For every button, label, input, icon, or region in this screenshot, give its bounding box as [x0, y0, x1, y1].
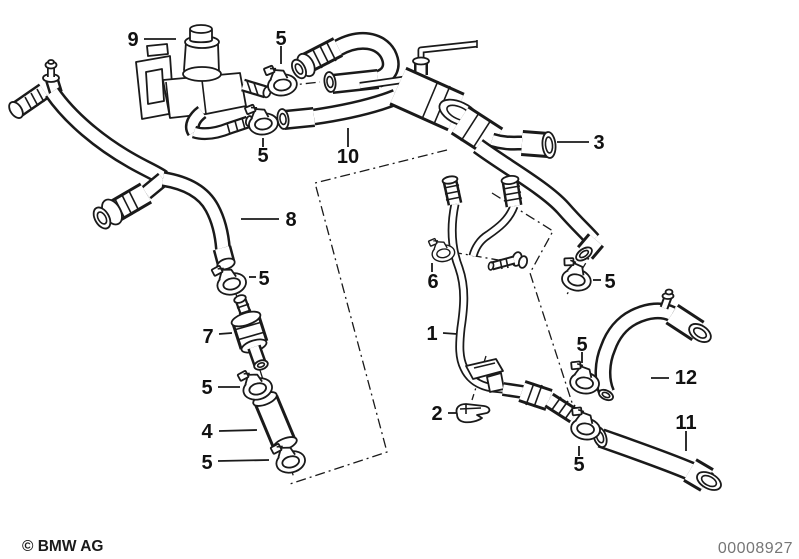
- callout-3[interactable]: 3: [593, 132, 604, 154]
- callout-7[interactable]: 7: [202, 326, 213, 348]
- callout-1[interactable]: 1: [426, 323, 437, 345]
- leader-4: [218, 429, 258, 432]
- callout-11[interactable]: 11: [675, 412, 696, 434]
- kit-outline-right: [491, 192, 577, 416]
- callout-5-7[interactable]: 5: [201, 452, 212, 474]
- leader-1: [442, 332, 458, 335]
- callout-5-4[interactable]: 5: [258, 268, 269, 290]
- callout-2[interactable]: 2: [431, 403, 442, 425]
- callout-5-2[interactable]: 5: [257, 145, 268, 167]
- clip-2: [455, 403, 491, 424]
- hose-12: [594, 288, 712, 402]
- callout-8[interactable]: 8: [285, 209, 296, 231]
- kit-outline-left: [289, 149, 448, 485]
- part6-fitting: [487, 251, 529, 271]
- callout-4[interactable]: 4: [201, 421, 213, 443]
- copyright-notice: © BMW AG: [22, 538, 103, 555]
- callout-5-8[interactable]: 5: [573, 454, 584, 476]
- callout-leaders: [144, 38, 687, 462]
- leader-7: [218, 332, 233, 335]
- nozzle-left: [441, 175, 463, 206]
- leader-5g: [217, 459, 270, 462]
- hose-10: [276, 31, 400, 130]
- clamp-5-hose3: [557, 255, 596, 295]
- bleed-screw: [659, 288, 675, 310]
- callout-6[interactable]: 6: [427, 271, 438, 293]
- part6-axis: [451, 251, 505, 262]
- callout-9[interactable]: 9: [127, 29, 138, 51]
- hose-piece-4: [252, 391, 298, 452]
- callout-numbers: 9 5 5 10 3 8 5 6 5 7 1 5 12 4 2 5 5 5 11: [127, 28, 697, 476]
- pipe-assembly-3: [359, 40, 605, 262]
- callout-10[interactable]: 10: [337, 146, 359, 168]
- diagram-part-number: 00008927: [718, 540, 793, 557]
- check-valve-7: [230, 294, 269, 371]
- bleed-fitting: [42, 59, 63, 96]
- hose-11: [592, 426, 722, 492]
- nozzle-right: [500, 174, 523, 208]
- solenoid: [182, 24, 222, 82]
- valve-nozzle-lower: [184, 106, 254, 141]
- callout-5-6[interactable]: 5: [576, 334, 587, 356]
- clamp-5-center-lower: [567, 405, 604, 443]
- callout-5-1[interactable]: 5: [275, 28, 286, 50]
- callout-12[interactable]: 12: [675, 367, 697, 389]
- hose-8: [8, 59, 236, 271]
- callout-5-3[interactable]: 5: [604, 271, 615, 293]
- callout-5-5[interactable]: 5: [201, 377, 212, 399]
- quick-connect-fitting: [92, 182, 153, 230]
- valve-9: [135, 24, 272, 141]
